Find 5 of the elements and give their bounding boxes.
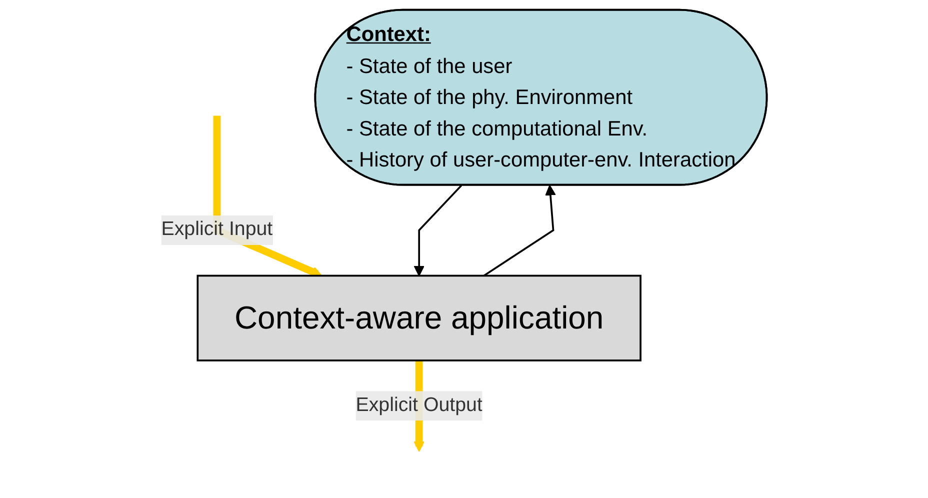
- arrow: [483, 184, 556, 276]
- edge-label: Explicit Input: [161, 219, 273, 240]
- edge-label: Explicit Output: [356, 394, 482, 416]
- node-box: Context-aware application: [196, 274, 642, 362]
- arrow: [414, 184, 462, 276]
